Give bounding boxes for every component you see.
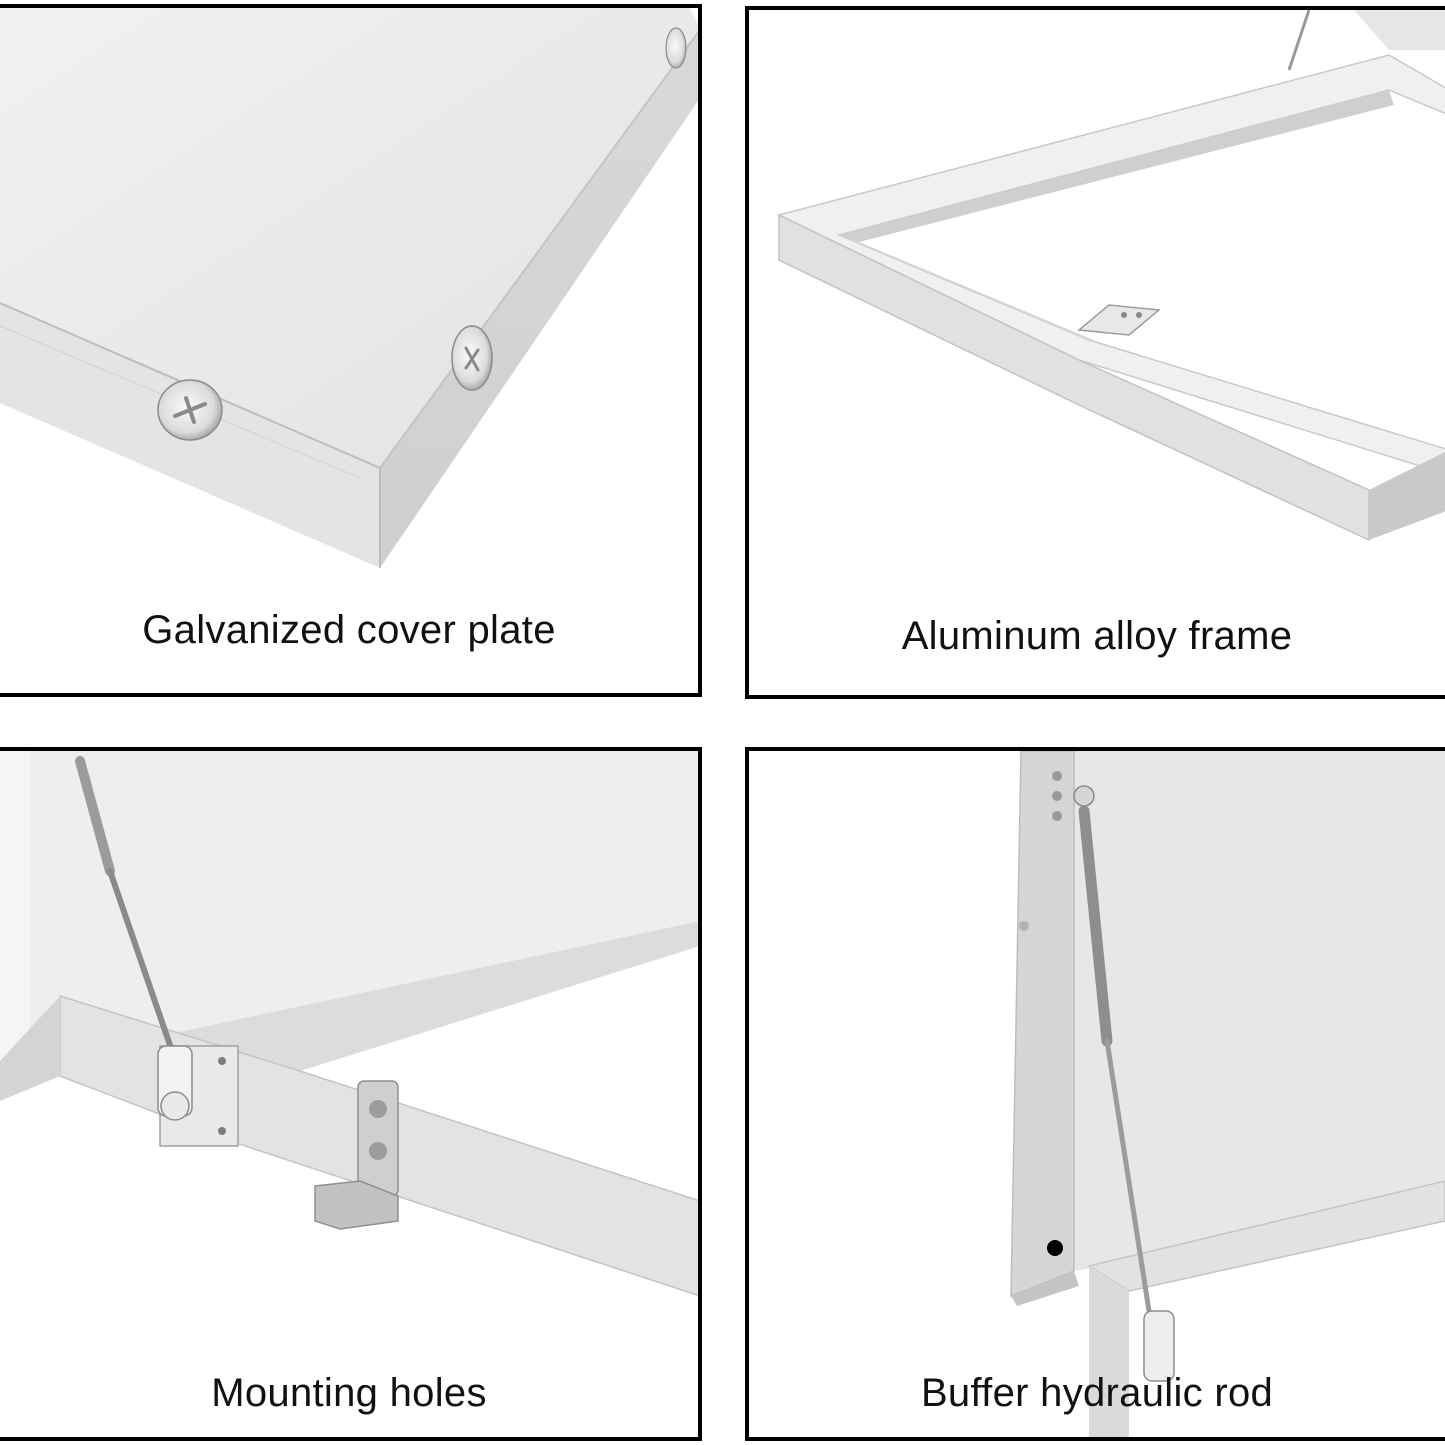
- caption-frame: Aluminum alloy frame: [901, 614, 1293, 658]
- hinge-icon: [157, 1045, 193, 1121]
- cover-plate-photo: [0, 8, 698, 568]
- bracket-icon: [314, 1080, 399, 1230]
- caption-mounting: Mounting holes: [211, 1371, 487, 1415]
- screw-icon: [157, 379, 223, 441]
- frame-photo: [776, 10, 1445, 542]
- panel-cover-plate: Galvanized cover plate: [0, 4, 702, 697]
- mounting-photo: [0, 751, 698, 1297]
- screw-icon: [665, 27, 687, 69]
- hydraulic-rod-icon: [1073, 785, 1175, 1382]
- panel-hydraulic: Buffer hydraulic rod: [745, 747, 1445, 1441]
- panel-mounting: Mounting holes: [0, 747, 702, 1441]
- caption-cover-plate: Galvanized cover plate: [142, 608, 556, 652]
- screw-icon: [451, 325, 493, 391]
- hydraulic-photo: [1010, 751, 1445, 1437]
- caption-hydraulic: Buffer hydraulic rod: [920, 1371, 1274, 1415]
- panel-frame: Aluminum alloy frame: [745, 6, 1445, 699]
